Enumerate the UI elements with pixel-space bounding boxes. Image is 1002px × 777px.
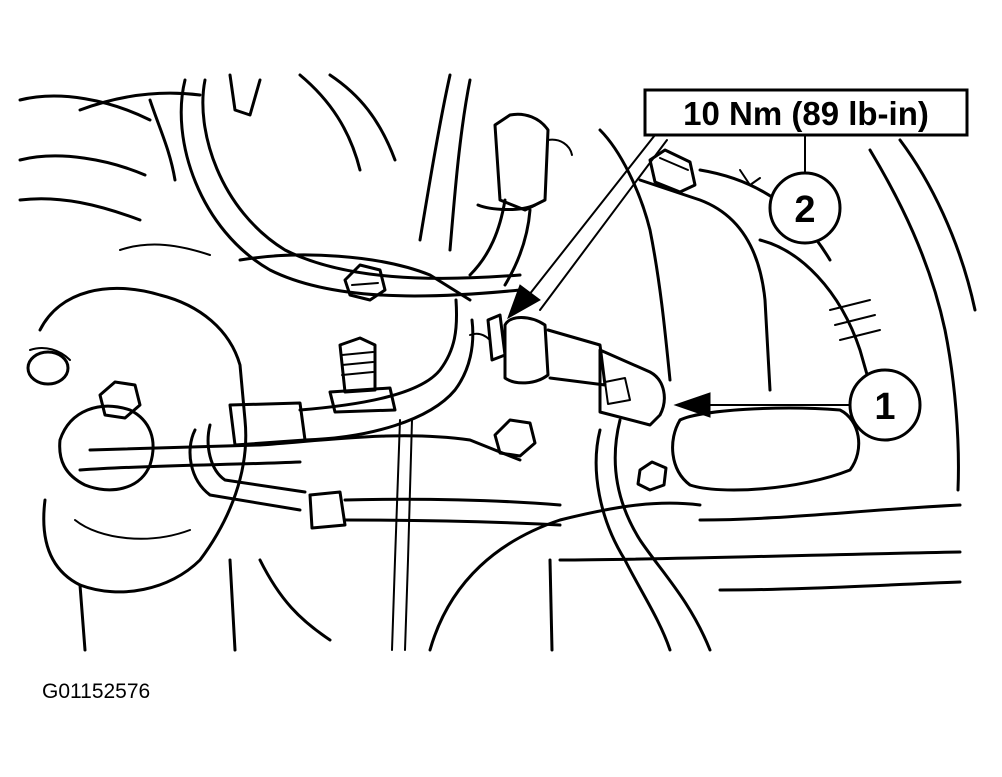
callout-circle-2: 2 (768, 171, 842, 245)
engine-block-outline (18, 73, 977, 652)
callout-1-number: 1 (874, 386, 895, 428)
callout-circle-1: 1 (848, 368, 922, 442)
torque-value-text: 10 Nm (89 lb-in) (683, 95, 929, 132)
torque-leader-arrow (507, 134, 668, 320)
callout-1-arrow (673, 392, 861, 418)
bolt-right (636, 460, 668, 492)
sensor-component (469, 313, 666, 427)
terminal-connector (648, 148, 697, 194)
bolt-lower (493, 418, 537, 458)
callout-2-number: 2 (794, 189, 815, 231)
bolt-left (98, 380, 142, 420)
bolt-upper (343, 263, 387, 302)
torque-label: 10 Nm (89 lb-in) (643, 88, 969, 137)
figure-id: G01152576 (42, 680, 151, 703)
